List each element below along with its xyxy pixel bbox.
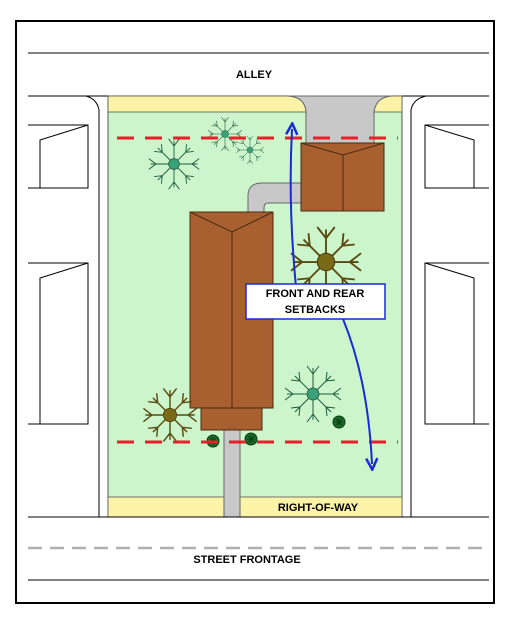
- setbacks-callout-box: [245, 283, 386, 320]
- neighbor-left: [28, 95, 100, 517]
- shrub-icon: [244, 432, 258, 446]
- alley-label: ALLEY: [236, 69, 273, 81]
- right-of-way-label: RIGHT-OF-WAY: [278, 502, 359, 514]
- house-roof: [189, 211, 274, 431]
- arrow-icon: [342, 318, 372, 464]
- street-frontage-label: STREET FRONTAGE: [193, 554, 300, 566]
- callout-line2: SETBACKS: [285, 304, 346, 316]
- shrub-icon: [332, 415, 346, 429]
- arrow-icon: [291, 129, 296, 288]
- neighbor-right: [410, 95, 489, 517]
- callout-line1: FRONT AND REAR: [266, 288, 365, 300]
- garage-roof: [300, 142, 385, 212]
